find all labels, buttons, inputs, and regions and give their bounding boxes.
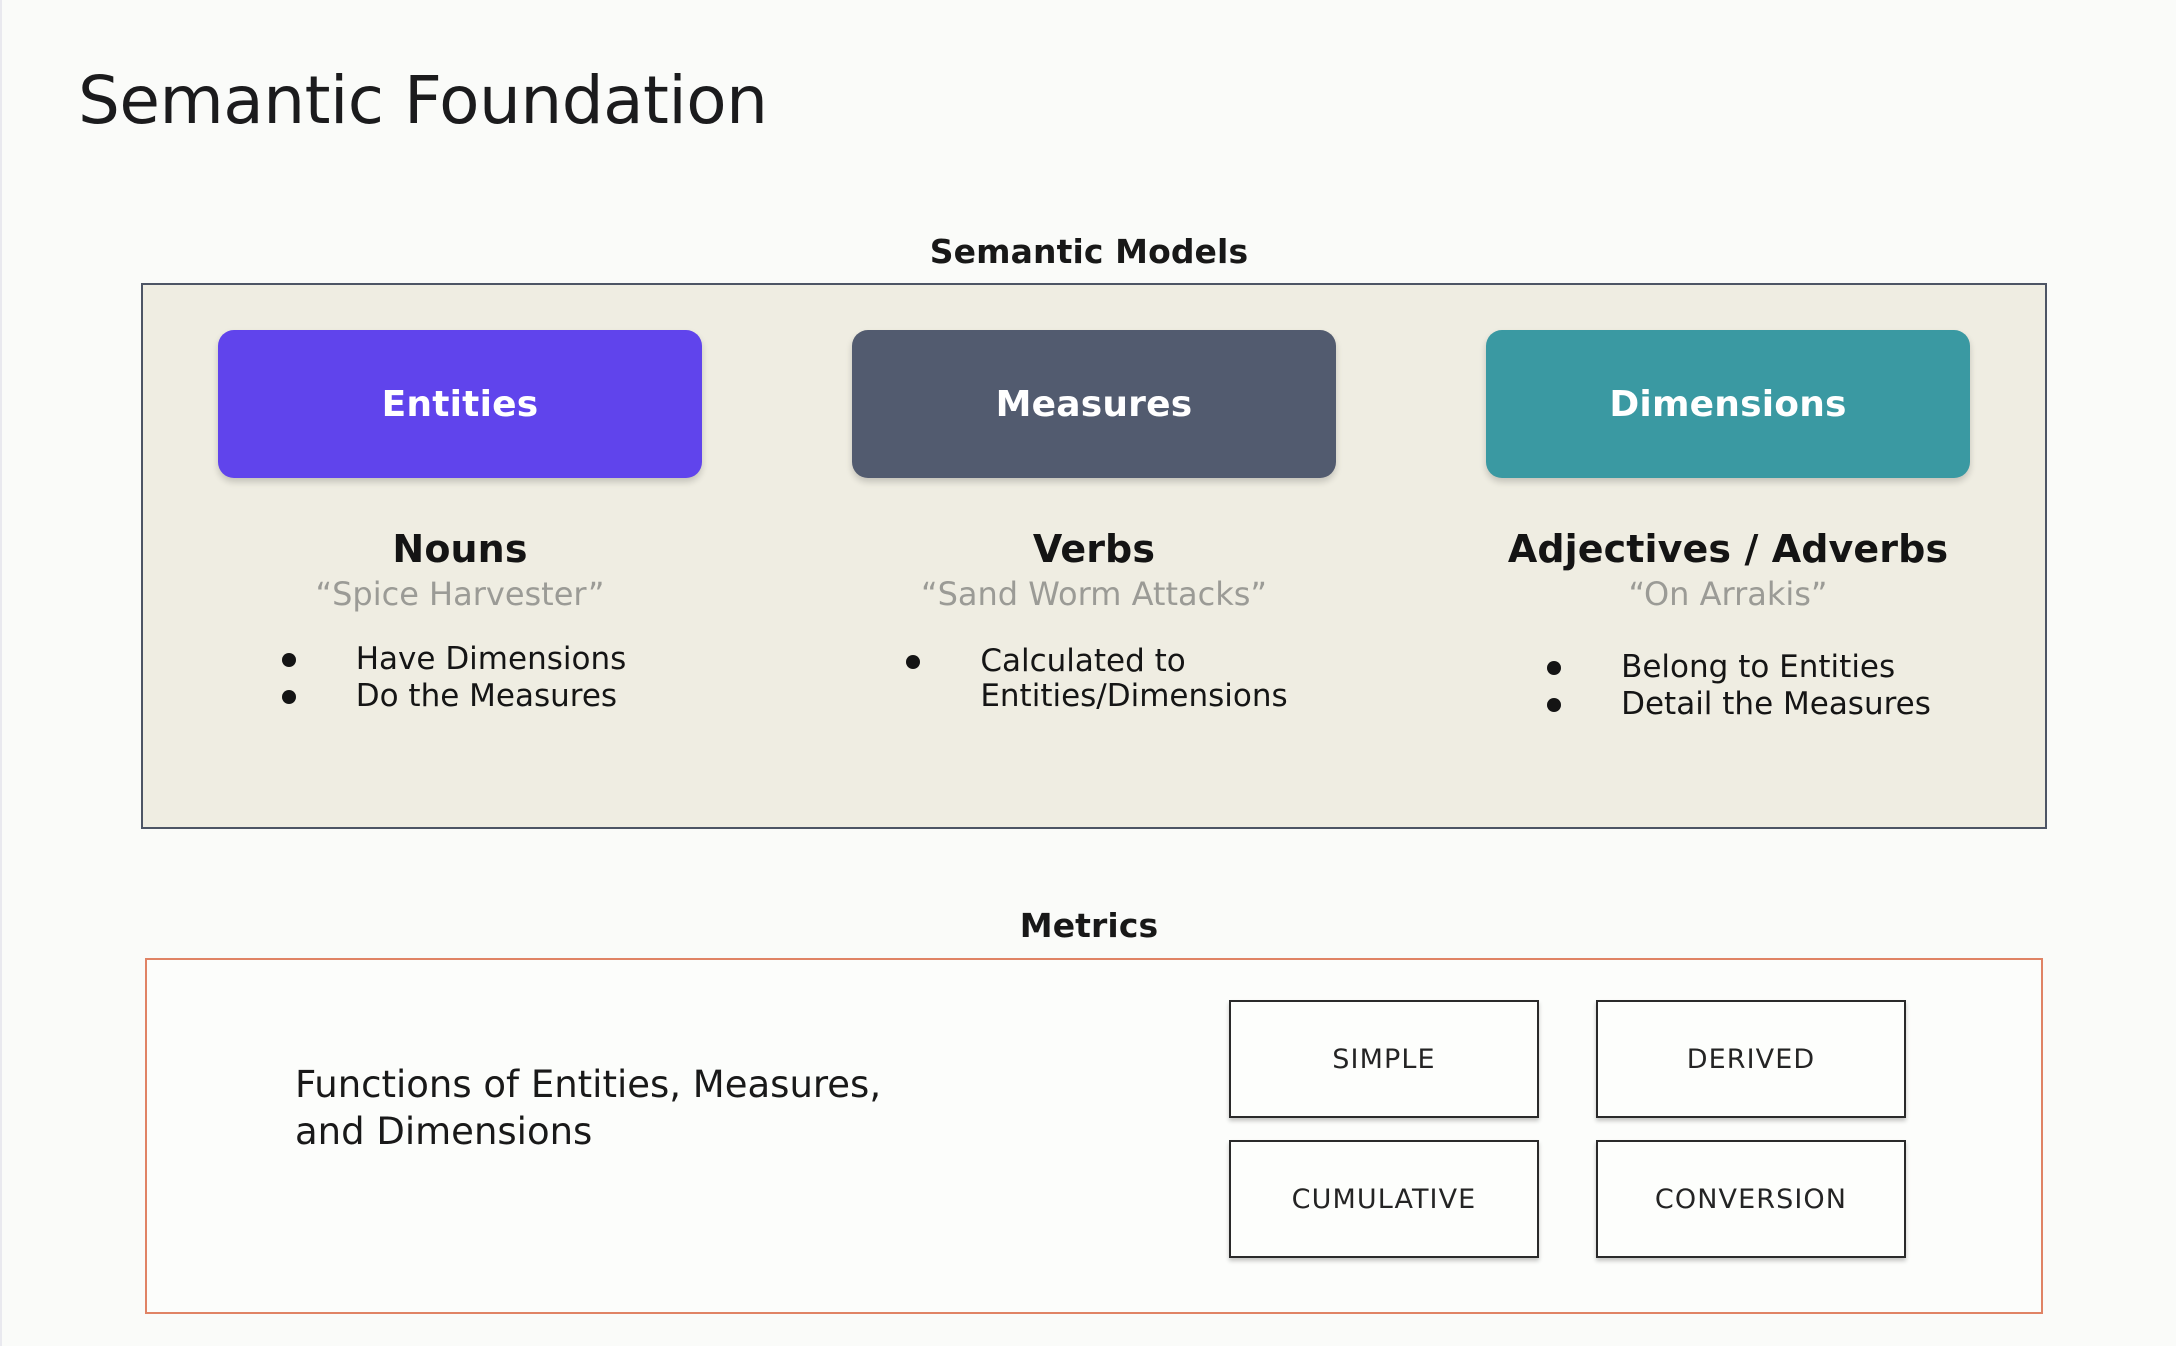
semantic-column-entities: Entities Nouns “Spice Harvester” Have Di… bbox=[143, 285, 777, 827]
semantic-column-dimensions: Dimensions Adjectives / Adverbs “On Arra… bbox=[1411, 285, 2045, 827]
list-item: Do the Measures bbox=[281, 678, 627, 715]
measures-bullet-list: Calculated to Entities/Dimensions bbox=[906, 643, 1288, 717]
list-item: Calculated to Entities/Dimensions bbox=[906, 643, 1288, 715]
bullet-text: Detail the Measures bbox=[1621, 686, 1931, 723]
bullet-dot-icon bbox=[1547, 661, 1562, 675]
measures-part-of-speech: Verbs bbox=[1032, 527, 1156, 571]
metric-type-derived[interactable]: DERIVED bbox=[1596, 1000, 1906, 1118]
dimensions-part-of-speech: Adjectives / Adverbs bbox=[1507, 527, 1949, 571]
measures-pill[interactable]: Measures bbox=[852, 330, 1336, 478]
metrics-panel: Functions of Entities, Measures, and Dim… bbox=[145, 958, 2043, 1314]
metrics-heading: Metrics bbox=[1019, 906, 1159, 945]
entities-pill[interactable]: Entities bbox=[218, 330, 702, 478]
semantic-models-panel: Entities Nouns “Spice Harvester” Have Di… bbox=[141, 283, 2047, 829]
bullet-text: Calculated to Entities/Dimensions bbox=[980, 643, 1288, 715]
entities-bullet-list: Have Dimensions Do the Measures bbox=[281, 641, 627, 717]
bullet-text: Belong to Entities bbox=[1621, 649, 1896, 685]
dimensions-example: “On Arrakis” bbox=[1628, 575, 1828, 613]
bullet-dot-icon bbox=[281, 690, 296, 705]
metrics-description: Functions of Entities, Measures, and Dim… bbox=[295, 1063, 882, 1153]
page-title: Semantic Foundation bbox=[78, 62, 768, 139]
metric-type-simple[interactable]: SIMPLE bbox=[1229, 1000, 1539, 1118]
bullet-text: Do the Measures bbox=[355, 678, 618, 715]
entities-example: “Spice Harvester” bbox=[315, 575, 605, 613]
semantic-models-heading: Semantic Models bbox=[929, 232, 1249, 271]
entities-part-of-speech: Nouns bbox=[392, 527, 528, 571]
metric-type-cumulative[interactable]: CUMULATIVE bbox=[1229, 1140, 1539, 1258]
measures-example: “Sand Worm Attacks” bbox=[921, 575, 1267, 613]
bullet-dot-icon bbox=[281, 653, 296, 667]
dimensions-bullet-list: Belong to Entities Detail the Measures bbox=[1547, 649, 1931, 725]
bullet-dot-icon bbox=[1547, 698, 1562, 713]
bullet-text: Have Dimensions bbox=[355, 641, 627, 677]
list-item: Belong to Entities bbox=[1547, 649, 1931, 685]
metric-type-grid: SIMPLE DERIVED CUMULATIVE CONVERSION bbox=[1229, 1000, 1906, 1258]
metric-type-conversion[interactable]: CONVERSION bbox=[1596, 1140, 1906, 1258]
dimensions-pill[interactable]: Dimensions bbox=[1486, 330, 1970, 478]
semantic-models-columns: Entities Nouns “Spice Harvester” Have Di… bbox=[143, 285, 2045, 827]
list-item: Have Dimensions bbox=[281, 641, 627, 677]
list-item: Detail the Measures bbox=[1547, 686, 1931, 723]
bullet-dot-icon bbox=[906, 655, 921, 669]
semantic-column-measures: Measures Verbs “Sand Worm Attacks” Calcu… bbox=[777, 285, 1411, 827]
